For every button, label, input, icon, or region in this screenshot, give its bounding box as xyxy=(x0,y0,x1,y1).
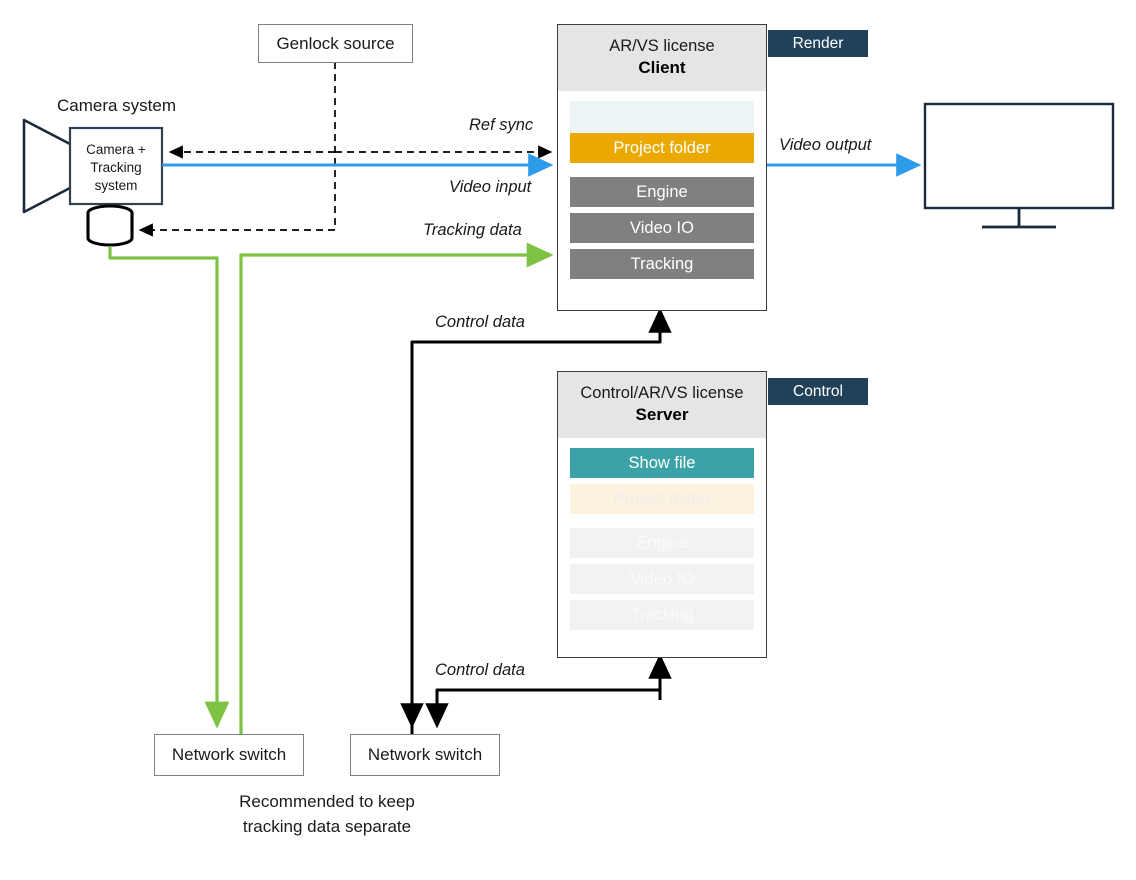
client-row-video-io[interactable]: Video IO xyxy=(570,213,754,244)
genlock-source-label: Genlock source xyxy=(276,34,395,53)
video-input-label: Video input xyxy=(449,178,532,196)
tracking-data-to-switch-line xyxy=(108,246,230,729)
network-switch-right-label: Network switch xyxy=(367,745,483,764)
server-name-label: Server xyxy=(635,405,689,425)
server-row-show-file[interactable]: Show file xyxy=(570,448,754,479)
monitor-icon xyxy=(923,102,1115,229)
server-body: Show file Project folder Engine Video IO… xyxy=(558,438,766,648)
recommendation-caption: Recommended to keep tracking data separa… xyxy=(182,790,472,839)
server-row-engine[interactable]: Engine xyxy=(570,528,754,559)
client-row-engine[interactable]: Engine xyxy=(570,177,754,208)
camera-box-text: Camera + Tracking system xyxy=(70,141,162,194)
camera-text-line1: Camera + xyxy=(86,142,146,157)
genlock-source-box[interactable]: Genlock source xyxy=(258,24,413,63)
camera-system-label: Camera system xyxy=(57,96,177,115)
server-header: Control/AR/VS license Server xyxy=(558,372,766,439)
server-machine-box[interactable]: Control/AR/VS license Server Show file P… xyxy=(557,371,767,658)
client-header: AR/VS license Client xyxy=(558,25,766,92)
server-row-gap xyxy=(570,520,754,528)
tracking-data-label: Tracking data xyxy=(423,221,522,239)
network-switch-right-box[interactable]: Network switch xyxy=(350,734,500,776)
control-data-client-label: Control data xyxy=(435,313,525,331)
camera-icon xyxy=(22,118,164,247)
video-output-label: Video output xyxy=(779,136,872,154)
caption-line-2: tracking data separate xyxy=(242,816,412,836)
camera-text-line3: system xyxy=(94,177,138,193)
client-body: Project folder Engine Video IO Tracking xyxy=(558,91,766,297)
tracking-data-to-client-line xyxy=(239,242,554,734)
client-row-gap xyxy=(570,169,754,177)
network-switch-left-label: Network switch xyxy=(171,745,287,764)
client-name-label: Client xyxy=(638,58,686,78)
client-machine-box[interactable]: AR/VS license Client Project folder Engi… xyxy=(557,24,767,311)
camera-text-line2: Tracking xyxy=(90,159,142,175)
client-row-tracking[interactable]: Tracking xyxy=(570,249,754,280)
control-data-client-line xyxy=(410,307,672,734)
client-row-blank xyxy=(570,101,754,134)
server-row-tracking[interactable]: Tracking xyxy=(570,600,754,631)
caption-line-1: Recommended to keep xyxy=(239,792,415,811)
client-license-label: AR/VS license xyxy=(609,37,715,55)
ref-sync-label: Ref sync xyxy=(469,116,534,134)
control-badge: Control xyxy=(768,378,868,405)
server-license-label: Control/AR/VS license xyxy=(580,384,744,402)
control-data-server-label: Control data xyxy=(435,661,525,679)
client-row-project-folder[interactable]: Project folder xyxy=(570,133,754,164)
network-switch-left-box[interactable]: Network switch xyxy=(154,734,304,776)
server-row-project-folder[interactable]: Project folder xyxy=(570,484,754,515)
genlock-ref-sync-path xyxy=(138,62,553,237)
server-row-video-io[interactable]: Video IO xyxy=(570,564,754,595)
render-badge: Render xyxy=(768,30,868,57)
